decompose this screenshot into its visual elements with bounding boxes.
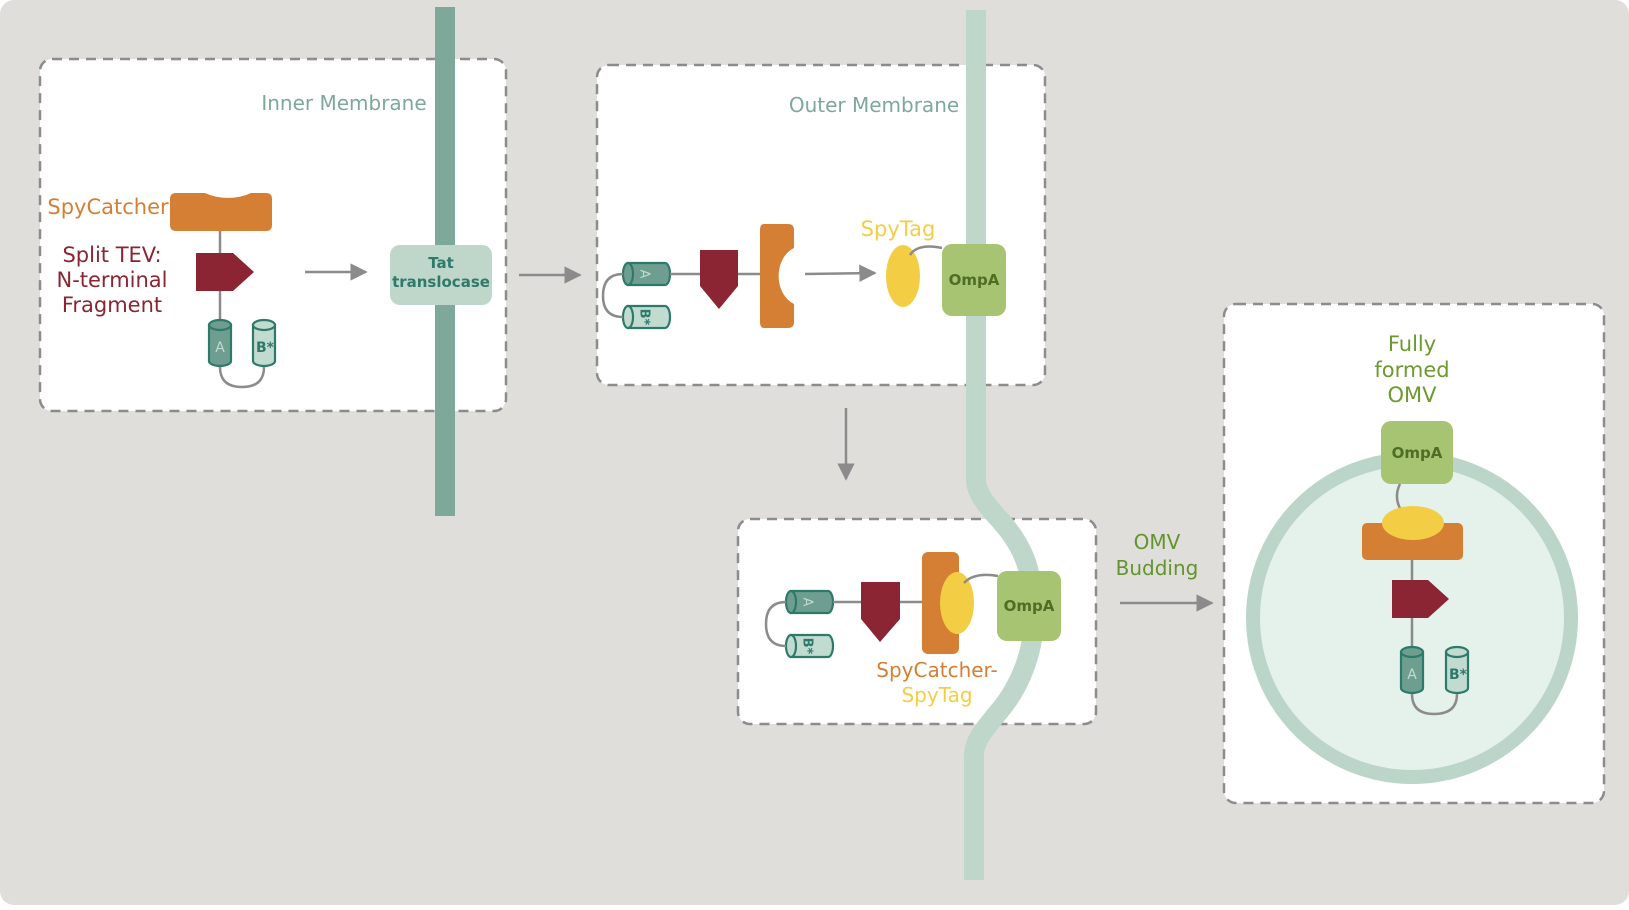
linker [963, 573, 999, 584]
arrow-to-spytag [804, 264, 877, 282]
panel-inner-membrane [38, 57, 508, 413]
spytag-label: SpyTag [861, 217, 936, 241]
ompa-protein [942, 244, 1006, 316]
fully-formed-label-line2: formed [1374, 358, 1449, 382]
tat-label-line1: Tat [428, 254, 454, 272]
cylinder-a: A [1399, 645, 1425, 695]
ompa-label: OmpA [949, 271, 1000, 289]
cylinder-a: A [621, 261, 672, 287]
ompa-protein [1381, 421, 1453, 484]
cylinder-loop [764, 600, 787, 648]
spycatcher-shape [170, 193, 272, 231]
cylinder-loop [218, 366, 266, 389]
omv-budding-label-line2: Budding [1116, 556, 1199, 580]
omv-budding-label-line1: OMV [1134, 530, 1181, 554]
ompa-label: OmpA [1004, 597, 1055, 615]
cylinder-a: A [784, 589, 835, 615]
cylinder-a: A [207, 318, 233, 368]
split-tev-line3: Fragment [62, 293, 162, 317]
cylinder-b: B* [1444, 645, 1470, 695]
spytag-shape [886, 245, 920, 307]
split-tev-line1: Split TEV: [62, 243, 161, 267]
spycatcher-label: SpyCatcher [47, 195, 169, 219]
fully-formed-label-line3: OMV [1387, 383, 1437, 407]
cylinder-b-label: B* [637, 309, 652, 326]
tev-fragment-shape [700, 250, 738, 309]
cylinder-loop [601, 272, 624, 319]
ompa-protein [997, 571, 1061, 641]
cylinder-b-label: B* [256, 340, 275, 356]
spycatcher-spytag-label-line2: SpyTag [901, 683, 972, 707]
spytag-shape [1382, 506, 1444, 540]
panel-outer-membrane [595, 63, 1047, 387]
cylinder-a-label: A [800, 598, 815, 607]
cylinder-b: B* [784, 633, 835, 659]
spytag-shape [940, 572, 974, 634]
cylinder-a-label: A [1407, 667, 1417, 683]
outer-membrane-label: Outer Membrane [789, 93, 959, 117]
cylinder-a-label: A [637, 270, 652, 279]
tat-translocase [390, 245, 492, 305]
cylinder-b-label: B* [1449, 667, 1468, 683]
cylinder-a-label: A [215, 340, 225, 356]
split-tev-line2: N-terminal [56, 268, 167, 292]
cylinder-b: B* [621, 304, 672, 330]
ompa-label: OmpA [1392, 444, 1443, 462]
cylinder-b-label: B* [800, 638, 815, 655]
tev-fragment-shape [861, 582, 900, 642]
tat-label-line2: translocase [392, 273, 490, 291]
cylinder-b: B* [251, 318, 277, 368]
linker [908, 245, 943, 256]
inner-membrane-label: Inner Membrane [261, 91, 426, 115]
panel-spycatcher-spytag [736, 517, 1098, 726]
spycatcher-shape [760, 224, 794, 328]
spycatcher-spytag-label-line1: SpyCatcher- [876, 658, 997, 682]
cylinder-loop [1410, 693, 1459, 716]
fully-formed-label-line1: Fully [1388, 332, 1436, 356]
tev-fragment-shape [196, 253, 254, 291]
tev-fragment-shape [1392, 580, 1449, 618]
